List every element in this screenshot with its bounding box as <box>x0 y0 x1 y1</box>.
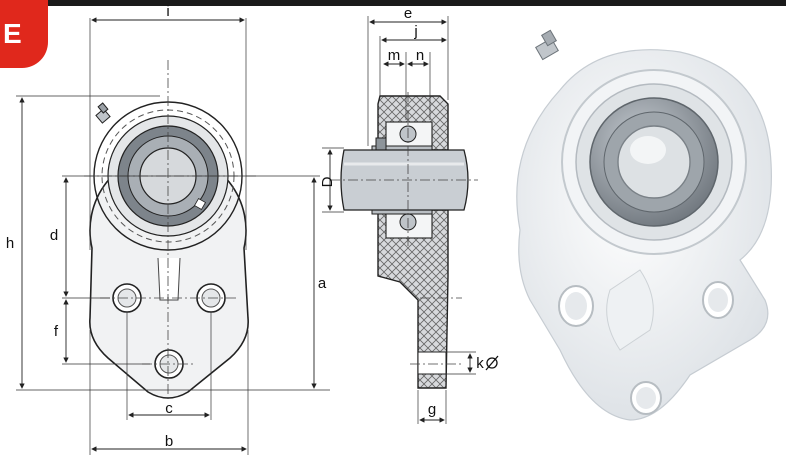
grease-nipple-icon <box>535 29 559 61</box>
bolt-hole-icon <box>630 381 662 415</box>
dim-label-i: i <box>166 3 169 20</box>
section-view: e j m n D g k <box>319 5 499 424</box>
language-badge: E <box>0 0 48 68</box>
dim-label-j: j <box>413 23 417 40</box>
dim-label-m: m <box>388 47 401 64</box>
dim-label-b: b <box>165 433 173 450</box>
front-view: i h d f c b a <box>6 3 330 455</box>
dim-label-d: d <box>50 227 58 244</box>
dim-label-g: g <box>428 401 436 418</box>
dim-label-e: e <box>404 5 412 22</box>
dim-label-h: h <box>6 235 14 252</box>
dim-label-D: D <box>319 176 336 187</box>
bolt-hole-icon <box>702 281 734 319</box>
dim-label-k: k <box>476 355 484 372</box>
dim-label-a: a <box>318 275 327 292</box>
top-bar <box>0 0 786 6</box>
product-photo <box>516 29 772 421</box>
dim-label-c: c <box>165 400 173 417</box>
grease-nipple-icon <box>95 102 111 124</box>
dim-label-f: f <box>54 323 59 340</box>
diameter-symbol-icon <box>485 355 499 371</box>
bolt-hole-icon <box>558 285 594 327</box>
dim-label-n: n <box>416 47 424 64</box>
